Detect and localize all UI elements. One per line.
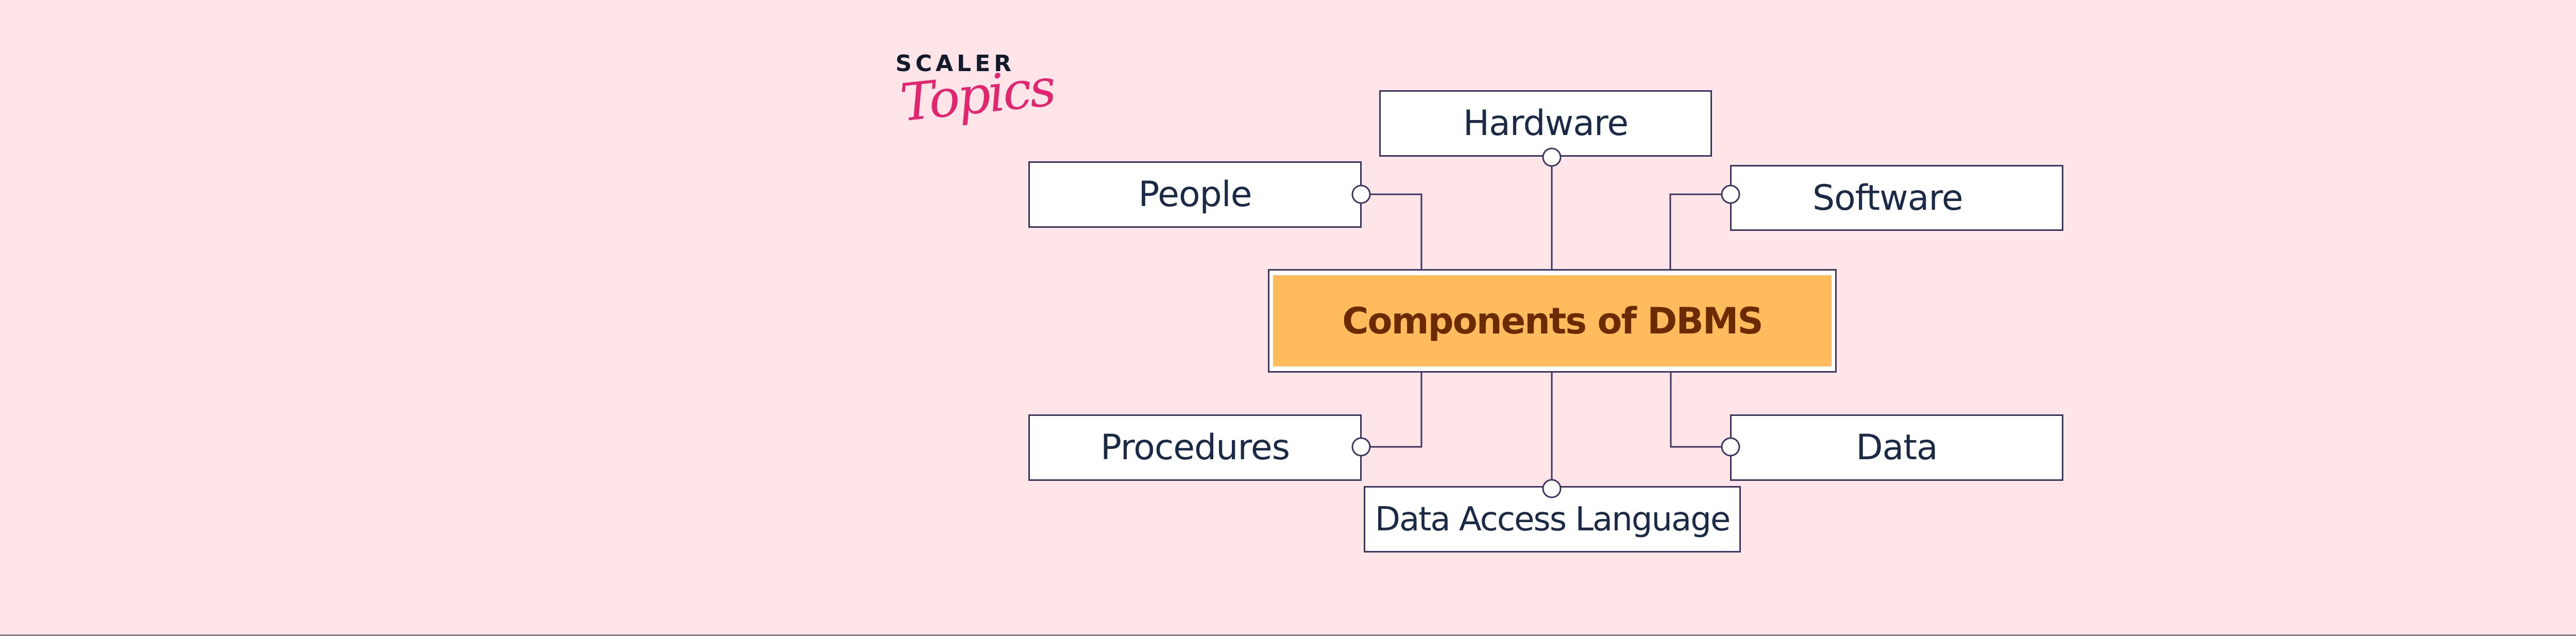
joint-procedures-icon: [1351, 437, 1371, 457]
joint-software-icon: [1721, 185, 1740, 204]
connector-procedures: [1370, 372, 1422, 448]
node-label: Data: [1856, 427, 1938, 468]
node-label: People: [1138, 174, 1252, 215]
node-label: Data Access Language: [1375, 500, 1731, 539]
joint-hardware-icon: [1542, 147, 1562, 167]
joint-data-access-language-icon: [1542, 479, 1562, 498]
connector-people: [1370, 193, 1422, 269]
logo-scaler-text: SCALER: [895, 51, 1015, 77]
joint-people-icon: [1351, 185, 1371, 204]
node-procedures: Procedures: [1028, 414, 1362, 481]
node-people: People: [1028, 161, 1362, 228]
node-label: Hardware: [1463, 103, 1629, 144]
node-data: Data: [1730, 414, 2063, 481]
center-node-fill: Components of DBMS: [1273, 275, 1832, 366]
joint-data-icon: [1721, 437, 1740, 457]
scaler-topics-logo: SCALER Topics: [895, 51, 1057, 154]
connector-data: [1670, 372, 1722, 448]
node-label: Procedures: [1100, 427, 1290, 468]
center-node: Components of DBMS: [1268, 269, 1837, 373]
connector-software: [1669, 193, 1722, 269]
node-label: Software: [1812, 177, 1963, 219]
node-software: Software: [1730, 165, 2063, 231]
bottom-divider: [0, 634, 2576, 636]
diagram-title: Components of DBMS: [1342, 299, 1764, 342]
